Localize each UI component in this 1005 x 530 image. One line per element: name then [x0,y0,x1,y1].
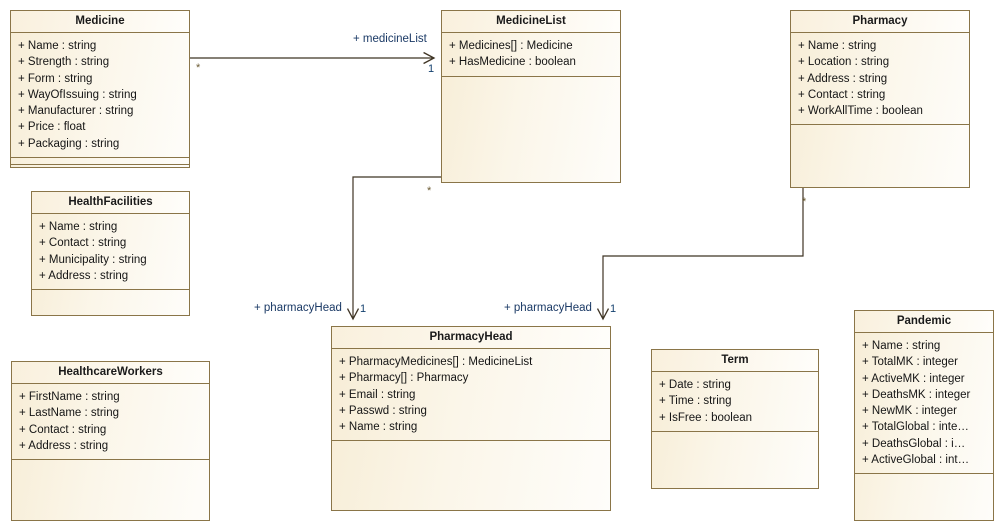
attribute-row: + ActiveGlobal : int… [862,454,970,467]
attribute-row: + Price : float [18,121,86,134]
attribute-row: + Form : string [18,72,93,85]
association-label-pharmacyhead-left: + pharmacyHead [254,302,342,314]
attribute-row: + FirstName : string [19,391,120,403]
multiplicity-pharmacyhead-left-one: 1 [360,303,367,315]
class-box-pandemic[interactable]: Pandemic + Name : string + TotalMK : int… [854,310,994,521]
attribute-row: + Name : string [862,340,941,352]
attribute-row: + Municipality : string [39,253,147,266]
attribute-row: + Address : string [798,72,888,85]
class-name-pandemic: Pandemic [855,311,993,333]
attribute-row: + Packaging : string [18,137,120,150]
attribute-row: + Passwd : string [339,404,427,417]
class-box-healthfacilities[interactable]: HealthFacilities + Name : string + Conta… [31,191,190,316]
attribute-row: + Address : string [19,439,109,452]
attribute-row: + Time : string [659,395,732,408]
class-box-medicinelist[interactable]: MedicineList + Medicines[] : Medicine + … [441,10,621,183]
class-name-pharmacy: Pharmacy [791,11,969,33]
operation-compartment-pandemic [855,474,993,520]
connector-pharmacy-pharmacyhead [596,188,804,321]
attribute-row: + NewMK : integer [862,405,957,418]
attribute-row: + TotalMK : integer [862,356,958,369]
attribute-row: + Name : string [798,40,877,52]
attribute-row: + Pharmacy[] : Pharmacy [339,372,469,385]
operation-compartment-healthfacilities [32,290,189,315]
attribute-compartment-pharmacy: + Name : string + Location : string + Ad… [791,33,969,126]
class-name-medicinelist: MedicineList [442,11,620,33]
multiplicity-medicinelist-one: 1 [428,63,435,75]
attribute-row: + PharmacyMedicines[] : MedicineList [339,356,533,368]
association-label-pharmacyhead-right: + pharmacyHead [504,302,592,314]
attribute-row: + Strength : string [18,56,110,69]
attribute-row: + Contact : string [19,423,107,436]
attribute-row: + Manufacturer : string [18,105,134,118]
attribute-row: + ActiveMK : integer [862,372,965,385]
association-label-medicinelist: + medicineList [353,33,427,45]
attribute-row: + Name : string [339,421,418,434]
attribute-row: + Location : string [798,56,890,69]
attribute-row: + Contact : string [39,237,127,250]
attribute-row: + Address : string [39,269,129,282]
class-name-healthfacilities: HealthFacilities [32,192,189,214]
attribute-row: + Date : string [659,379,731,391]
operation-compartment-pharmacyhead [332,441,610,510]
operation-compartment-healthcareworkers [12,460,209,520]
class-box-pharmacy[interactable]: Pharmacy + Name : string + Location : st… [790,10,970,188]
attribute-row: + DeathsGlobal : i… [862,437,966,450]
class-name-medicine: Medicine [11,11,189,33]
multiplicity-pharmacyhead-right-one: 1 [610,303,617,315]
attribute-compartment-healthfacilities: + Name : string + Contact : string + Mun… [32,214,189,291]
attribute-row: + HasMedicine : boolean [449,56,576,69]
multiplicity-medicinelist-star: * [427,185,432,197]
class-box-pharmacyhead[interactable]: PharmacyHead + PharmacyMedicines[] : Med… [331,326,611,511]
attribute-row: + WayOfIssuing : string [18,88,137,101]
attribute-row: + WorkAllTime : boolean [798,105,923,118]
attribute-compartment-medicine: + Name : string + Strength : string + Fo… [11,33,189,159]
class-box-medicine[interactable]: Medicine + Name : string + Strength : st… [10,10,190,168]
attribute-row: + IsFree : boolean [659,411,753,424]
class-name-healthcareworkers: HealthcareWorkers [12,362,209,384]
attribute-row: + TotalGlobal : inte… [862,421,969,434]
operation-compartment-term [652,432,818,488]
connector-medicinelist-pharmacyhead [346,176,441,321]
operation-compartment-medicine [11,165,189,167]
class-divider-medicine [11,158,189,166]
class-name-term: Term [652,350,818,372]
attribute-compartment-pandemic: + Name : string + TotalMK : integer + Ac… [855,333,993,475]
class-box-healthcareworkers[interactable]: HealthcareWorkers + FirstName : string +… [11,361,210,521]
class-name-pharmacyhead: PharmacyHead [332,327,610,349]
attribute-row: + Email : string [339,388,416,401]
attribute-row: + Name : string [39,221,118,233]
multiplicity-medicine-star: * [196,62,201,74]
operation-compartment-medicinelist [442,77,620,182]
attribute-row: + Medicines[] : Medicine [449,40,573,52]
operation-compartment-pharmacy [791,125,969,187]
attribute-compartment-medicinelist: + Medicines[] : Medicine + HasMedicine :… [442,33,620,77]
attribute-row: + Contact : string [798,88,886,101]
attribute-row: + DeathsMK : integer [862,388,971,401]
attribute-compartment-term: + Date : string + Time : string + IsFree… [652,372,818,432]
attribute-row: + LastName : string [19,407,120,420]
attribute-compartment-healthcareworkers: + FirstName : string + LastName : string… [12,384,209,461]
multiplicity-pharmacy-star: * [802,196,807,208]
attribute-row: + Name : string [18,40,97,52]
attribute-compartment-pharmacyhead: + PharmacyMedicines[] : MedicineList + P… [332,349,610,442]
class-box-term[interactable]: Term + Date : string + Time : string + I… [651,349,819,489]
